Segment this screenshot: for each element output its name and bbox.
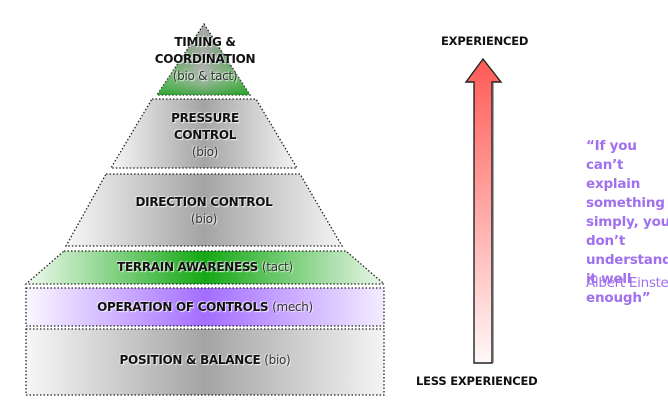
level-direction-control bbox=[64, 173, 344, 247]
level-terrain-awareness bbox=[24, 250, 386, 285]
experience-arrow bbox=[464, 57, 503, 364]
label-operation-of-controls: OPERATION OF CONTROLS (mech) bbox=[26, 299, 384, 316]
label-title: POSITION & BALANCE bbox=[119, 353, 261, 367]
label-direction-control: DIRECTION CONTROL (bio) bbox=[104, 194, 304, 228]
label-title-line: TIMING & bbox=[174, 35, 236, 49]
level-position-balance bbox=[25, 328, 385, 396]
level-operation-of-controls bbox=[25, 287, 385, 327]
label-title: TERRAIN AWARENESS bbox=[117, 260, 259, 274]
label-position-balance: POSITION & BALANCE (bio) bbox=[26, 352, 384, 369]
label-tag: (tact) bbox=[261, 260, 293, 274]
experienced-label: EXPERIENCED bbox=[441, 34, 529, 48]
label-title: OPERATION OF CONTROLS bbox=[97, 300, 269, 314]
label-timing-coordination: TIMING & COORDINATION (bio & tact) bbox=[150, 34, 260, 85]
label-title-line: DIRECTION CONTROL bbox=[135, 195, 273, 209]
label-terrain-awareness: TERRAIN AWARENESS (tact) bbox=[26, 259, 384, 276]
level-pressure-control bbox=[109, 98, 299, 169]
label-title-line: CONTROL bbox=[173, 128, 237, 142]
label-tag: (bio) bbox=[190, 212, 218, 226]
label-tag: (bio) bbox=[191, 145, 219, 159]
less-experienced-label: LESS EXPERIENCED bbox=[416, 374, 538, 388]
label-pressure-control: PRESSURE CONTROL (bio) bbox=[150, 110, 260, 161]
label-tag: (bio) bbox=[264, 353, 291, 367]
label-title-line: PRESSURE bbox=[171, 111, 239, 125]
label-tag: (mech) bbox=[272, 300, 313, 314]
level-timing-overlay bbox=[157, 24, 250, 95]
einstein-quote: “If you can’t explain something simply, … bbox=[586, 138, 668, 306]
label-title-line: COORDINATION bbox=[154, 52, 256, 66]
label-tag: (bio & tact) bbox=[172, 69, 238, 83]
quote-author: Albert Einstein bbox=[586, 275, 668, 291]
